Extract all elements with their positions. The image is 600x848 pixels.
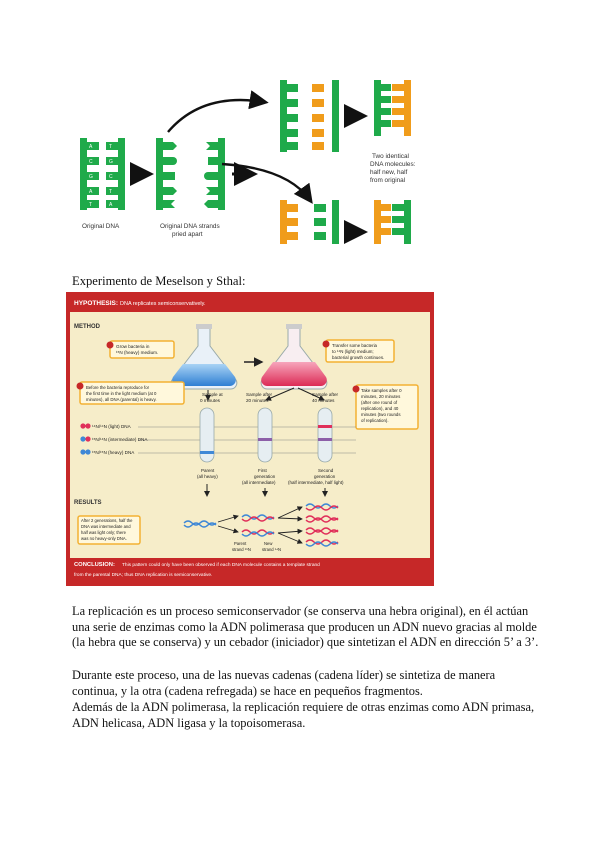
step3-line5: minutes (two rounds	[361, 412, 401, 417]
step1-line1: Grow bacteria in	[116, 344, 150, 349]
step4-line2: the first time in the light medium (at 0	[86, 391, 157, 396]
original-dna-label: Original DNA	[82, 223, 120, 230]
sample40-line1: Sample after	[312, 392, 339, 397]
conclusion-line1: This pattern could only have been observ…	[122, 562, 320, 568]
new-strand-line1: New	[264, 541, 273, 546]
parent-strand-line2: strand ¹⁵N	[232, 547, 251, 552]
daughter-dna-lower	[374, 200, 411, 244]
tube40-line3: (half intermediate, half light)	[288, 480, 344, 485]
original-dna-molecule: A T C G G C A T T A	[80, 138, 125, 210]
step2-line1: Transfer some bacteria	[332, 343, 378, 348]
tube40-line1: Second	[318, 468, 334, 473]
results-note-line3: half was light only; there	[81, 530, 127, 535]
sample0-line2: 0 minutes	[200, 398, 221, 403]
result-label-line2: DNA molecules:	[370, 161, 416, 168]
tube20-line2: generation	[254, 474, 276, 479]
meselson-stahl-figure: HYPOTHESIS: DNA replicates semiconservat…	[66, 292, 434, 586]
result-label-line3: half new, half	[370, 169, 408, 176]
step4-line1: Before the bacteria reproduce for	[86, 385, 150, 390]
flask-light-medium	[260, 324, 328, 390]
svg-text:G: G	[89, 174, 93, 180]
paragraph-leading-strand: Durante este proceso, una de las nuevas …	[72, 668, 496, 698]
svg-text:A: A	[109, 202, 113, 208]
tube40-line2: generation	[314, 474, 336, 479]
tube0-line1: Parent	[201, 468, 215, 473]
results-label: RESULTS	[74, 500, 102, 506]
svg-text:A: A	[89, 189, 93, 195]
hypothesis-label: HYPOTHESIS:	[74, 300, 118, 307]
step1-line2: ¹⁵N (heavy) medium.	[116, 350, 158, 355]
tube-second-generation	[317, 407, 333, 463]
conclusion-line2: from the parental DNA; thus DNA replicat…	[74, 572, 212, 578]
svg-text:C: C	[109, 174, 113, 180]
step2-line3: bacterial growth continues.	[332, 355, 384, 360]
step4-box: Before the bacteria reproduce for the fi…	[76, 381, 185, 405]
sample40-line2: 40 minutes	[312, 398, 335, 403]
step2-box: Transfer some bacteria to ¹⁴N (light) me…	[322, 339, 395, 363]
step1-box: Grow bacteria in ¹⁵N (heavy) medium.	[106, 340, 175, 359]
svg-text:G: G	[109, 159, 113, 165]
step3-line2: minutes, 20 minutes	[361, 394, 401, 399]
step3-box: Take samples after 0 minutes, 20 minutes…	[352, 384, 419, 430]
separated-label-line2: pried apart	[172, 231, 203, 238]
method-label: METHOD	[74, 324, 101, 330]
svg-text:T: T	[109, 189, 112, 195]
step3-line6: of replication).	[361, 418, 389, 423]
svg-text:T: T	[109, 144, 112, 150]
step3-line3: (after one round of	[361, 400, 398, 405]
figure-caption: Experimento de Meselson y Sthal:	[72, 274, 246, 288]
step3-line4: replication), and 40	[361, 406, 399, 411]
paragraph-enzymes: Además de la ADN polimerasa, la replicac…	[72, 700, 535, 730]
conclusion-label: CONCLUSION:	[74, 562, 115, 568]
sample0-line1: Sample at	[202, 392, 223, 397]
tube0-line2: (all heavy)	[197, 474, 218, 479]
step3-line1: Take samples after 0	[361, 388, 402, 393]
new-strand-line2: strand ¹⁴N	[262, 547, 281, 552]
step2-line2: to ¹⁴N (light) medium;	[332, 349, 374, 354]
result-label-line1: Two identical	[372, 153, 409, 160]
band-intermediate-label: ¹⁵N/¹⁴N (intermediate) DNA	[92, 437, 148, 442]
sample20-line2: 20 minutes	[246, 398, 269, 403]
results-note-box: After 2 generations, half the DNA was in…	[77, 515, 141, 545]
band-light-label: ¹⁴N/¹⁴N (light) DNA	[92, 424, 132, 429]
paragraph-replication: La replicación es un proceso semiconserv…	[72, 604, 539, 650]
tube20-line3: (all intermediate)	[242, 480, 276, 485]
tube-first-generation	[257, 407, 273, 463]
sample20-line1: Sample after	[246, 392, 273, 397]
result-label-line4: from original	[370, 177, 405, 184]
results-note-line4: was no heavy-only DNA.	[81, 536, 127, 541]
tube-parent	[199, 407, 215, 463]
results-note-line2: DNA was intermediate and	[81, 524, 131, 529]
daughter-dna-upper	[374, 80, 411, 136]
svg-text:T: T	[89, 202, 92, 208]
lower-replicating-strands	[280, 200, 339, 244]
upper-replicating-strands	[280, 80, 339, 152]
dna-replication-diagram: A T C G G C A T T A	[80, 80, 416, 244]
band-heavy-label: ¹⁵N/¹⁵N (heavy) DNA	[92, 450, 135, 455]
results-note-line1: After 2 generations, half the	[81, 518, 133, 523]
separated-dna-strands	[156, 138, 225, 210]
tube20-line1: First	[258, 468, 267, 473]
results-dna-strands	[183, 503, 339, 547]
parent-strand-line1: Parent	[234, 541, 247, 546]
hypothesis-text: DNA replicates semiconservatively.	[120, 301, 206, 307]
step4-line3: minutes), all DNA (parental) is heavy.	[86, 397, 157, 402]
svg-text:A: A	[89, 144, 93, 150]
separated-label-line1: Original DNA strands	[160, 223, 220, 230]
svg-text:C: C	[89, 159, 93, 165]
